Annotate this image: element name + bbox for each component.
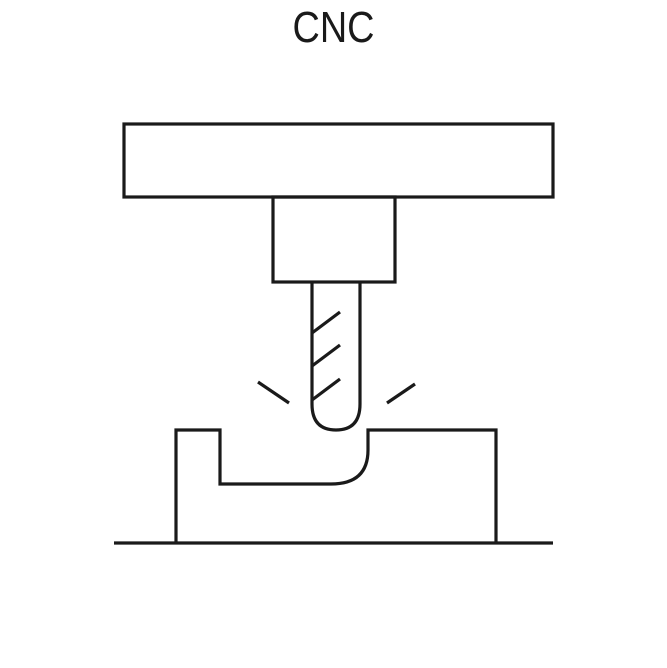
workpiece (174, 428, 498, 543)
tool-flute (311, 377, 341, 402)
spark-line-left (257, 380, 290, 405)
diagram-title: CNC (292, 3, 375, 52)
machine-head (122, 122, 555, 199)
spindle-housing (271, 195, 397, 284)
tool-flute (311, 310, 341, 335)
spark-line-right (386, 382, 416, 405)
cutting-tool (310, 282, 362, 432)
tool-flute (311, 343, 341, 368)
